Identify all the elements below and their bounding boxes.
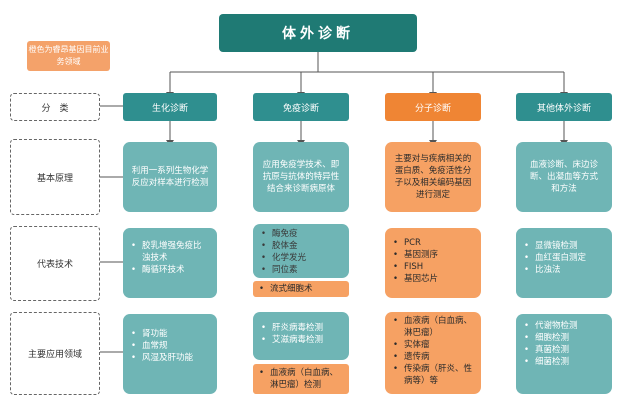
principle-immunoassay: 应用免疫学技术、即抗原与抗体的特异性结合来诊断病原体 [253,142,349,212]
technique-item: FISH [393,261,473,273]
application-item: 血液病（白血病、淋巴瘤） [393,315,473,339]
technique-item: 化学发光 [261,252,341,264]
legend-note: 橙色为睿昂基因目前业务领域 [27,41,110,71]
column-header-immunoassay: 免疫诊断 [253,93,349,121]
technique-item: PCR [393,237,473,249]
applications-biochemical: 肾功能 血常规 风湿及肝功能 [123,314,217,394]
application-item: 血液病（白血病、淋巴瘤）检测 [259,367,343,391]
column-header-molecular: 分子诊断 [385,93,481,121]
technique-item: 基因芯片 [393,273,473,285]
technique-item: 胶乳增强免疫比浊技术 [131,240,209,264]
technique-item: 基因测序 [393,249,473,261]
techniques-biochemical: 胶乳增强免疫比浊技术 酶循环技术 [123,228,217,298]
principle-other-ivd: 血液诊断、床边诊断、出凝血等方式和方法 [516,142,612,212]
technique-item: 酶循环技术 [131,264,209,276]
techniques-other-ivd: 显微镜检测 血红蛋白测定 比浊法 [516,228,612,298]
column-header-biochemical: 生化诊断 [123,93,217,121]
technique-item: 胶体金 [261,240,341,252]
technique-item: 流式细胞术 [259,283,343,295]
application-item: 细胞检测 [524,332,604,344]
application-item: 肾功能 [131,328,209,340]
row-label-principle: 基本原理 [10,139,100,215]
application-highlight-hematology: 血液病（白血病、淋巴瘤）检测 [253,364,349,394]
application-item: 实体瘤 [393,339,473,351]
row-label-category: 分 类 [10,93,100,121]
application-item: 肝炎病毒检测 [261,322,341,334]
column-header-other-ivd: 其他体外诊断 [516,93,612,121]
techniques-molecular: PCR 基因测序 FISH 基因芯片 [385,228,481,298]
technique-highlight-flow-cytometry: 流式细胞术 [253,281,349,297]
applications-immunoassay: 肝炎病毒检测 艾滋病毒检测 [253,312,349,360]
application-item: 真菌检测 [524,344,604,356]
technique-item: 同位素 [261,264,341,276]
technique-item: 显微镜检测 [524,240,604,252]
applications-molecular: 血液病（白血病、淋巴瘤） 实体瘤 遗传病 传染病（肝炎、性病等）等 [385,312,481,394]
application-item: 风湿及肝功能 [131,352,209,364]
technique-item: 酶免疫 [261,228,341,240]
application-item: 遗传病 [393,351,473,363]
row-label-technique: 代表技术 [10,226,100,301]
diagram-title: 体外诊断 [219,14,417,52]
application-item: 血常规 [131,340,209,352]
principle-biochemical: 利用一系列生物化学反应对样本进行检测 [123,142,217,212]
techniques-immunoassay: 酶免疫 胶体金 化学发光 同位素 [253,224,349,278]
applications-other-ivd: 代谢物检测 细胞检测 真菌检测 细菌检测 [516,314,612,394]
application-item: 代谢物检测 [524,320,604,332]
row-label-application: 主要应用领域 [10,312,100,395]
application-item: 艾滋病毒检测 [261,334,341,346]
application-item: 细菌检测 [524,356,604,368]
technique-item: 比浊法 [524,264,604,276]
principle-molecular: 主要对与疾病相关的蛋白质、免疫活性分子以及相关编码基因进行测定 [385,142,481,212]
technique-item: 血红蛋白测定 [524,252,604,264]
application-item: 传染病（肝炎、性病等）等 [393,363,473,387]
